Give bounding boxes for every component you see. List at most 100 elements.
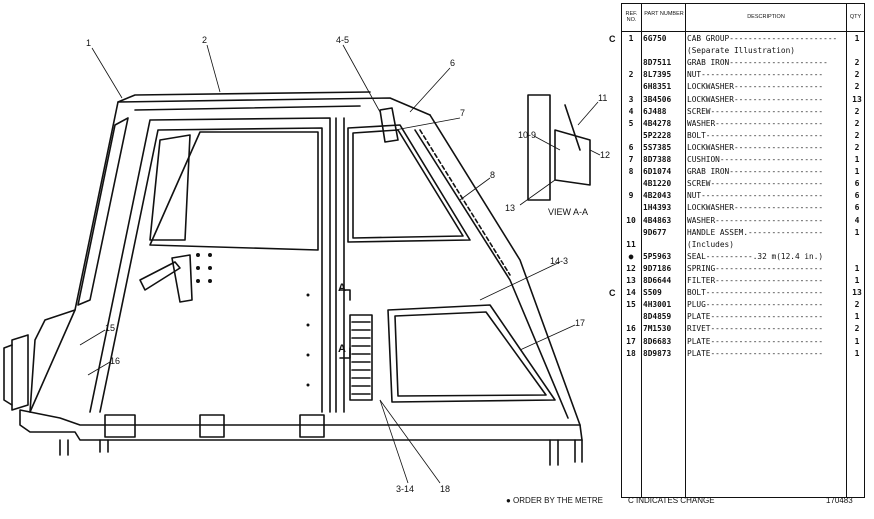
callout-4-5: 4-5: [336, 35, 350, 45]
table-row: 11 (Includes): [622, 239, 864, 251]
ref-number: 5: [628, 118, 634, 128]
ref-number: 11: [626, 239, 636, 249]
callout-17: 17: [575, 318, 586, 328]
part-number: 8D6683: [643, 336, 672, 346]
ref-number: 12: [626, 263, 636, 273]
view-a-a-label: VIEW A-A: [548, 207, 589, 217]
ref-number: 3: [628, 94, 634, 104]
part-number: 9D677: [643, 227, 667, 237]
change-mark: C: [609, 34, 616, 44]
quantity: 2: [854, 58, 860, 68]
description: NUT--------------------------: [687, 191, 824, 201]
header-description: DESCRIPTION: [747, 14, 785, 20]
ref-number: 7: [628, 155, 634, 164]
description: FILTER-----------------------: [687, 276, 824, 285]
callout-8: 8: [490, 170, 496, 180]
part-number: 8D7511: [643, 58, 672, 68]
table-row: 3 3B4506 LOCKWASHER------------------- 13: [622, 94, 864, 106]
quantity: 6: [854, 203, 860, 213]
drawing-code: 170483: [826, 496, 853, 505]
quantity: 2: [854, 142, 860, 152]
callout-11: 11: [598, 93, 608, 103]
column-divider: [641, 4, 642, 497]
quantity: 1: [854, 155, 860, 164]
callout-13: 13: [505, 203, 516, 213]
description: PLATE------------------------: [687, 348, 824, 358]
part-number: 5P5963: [643, 251, 672, 261]
part-number: 8D4859: [643, 312, 672, 322]
part-number: 5P2228: [643, 130, 672, 140]
ref-number: 16: [626, 324, 636, 334]
description: SPRING-----------------------: [687, 263, 824, 273]
callout-12: 12: [600, 150, 611, 160]
part-number: 4B1220: [643, 179, 672, 189]
ref-number: 8: [628, 167, 634, 177]
table-row: 6 5S7385 LOCKWASHER------------------- 2: [622, 142, 864, 154]
description: CUSHION----------------------: [687, 155, 824, 164]
section-mark-a-top: A: [338, 282, 346, 294]
ref-number: 6: [628, 142, 634, 152]
column-divider: [685, 4, 686, 497]
callout-7: 7: [460, 108, 466, 118]
description: SCREW------------------------: [687, 106, 824, 116]
part-number: 9D7186: [643, 263, 672, 273]
part-number: 8D9873: [643, 348, 672, 358]
table-row: (Separate Illustration): [622, 45, 864, 57]
ref-number: 18: [626, 348, 636, 358]
part-number: 7M1530: [643, 324, 672, 334]
quantity: 13: [852, 94, 862, 104]
header-ref: REF. NO.: [625, 11, 638, 23]
description: (Includes): [687, 239, 734, 249]
order-by-metre-note: ● ORDER BY THE METRE: [506, 496, 603, 505]
ref-number: 15: [626, 300, 636, 310]
description: PLATE------------------------: [687, 336, 824, 346]
ref-number: 2: [628, 70, 634, 80]
ref-number: 13: [626, 276, 636, 285]
table-row: 16 7M1530 RIVET------------------------ 2: [622, 323, 864, 335]
callout-3-14: 3-14: [396, 484, 415, 494]
quantity: 2: [854, 70, 860, 80]
part-number: 6D1074: [643, 167, 672, 177]
description: (Separate Illustration): [687, 46, 795, 56]
quantity: 1: [854, 312, 860, 322]
quantity: 2: [854, 106, 860, 116]
description: RIVET------------------------: [687, 324, 824, 334]
ref-number: 9: [628, 191, 634, 201]
description: PLATE------------------------: [687, 312, 824, 322]
part-number: 3B4506: [643, 94, 672, 104]
callout-18: 18: [440, 484, 451, 494]
table-header: REF. NO. PART NUMBER DESCRIPTION QTY: [622, 4, 864, 32]
quantity: 6: [854, 191, 860, 201]
callout-15: 15: [105, 323, 116, 333]
description: WASHER-----------------------: [687, 215, 824, 225]
description: LOCKWASHER-------------------: [687, 94, 824, 104]
quantity: 2: [854, 130, 860, 140]
ref-number: 14: [626, 288, 636, 298]
description: BOLT-------------------------: [687, 288, 824, 298]
callout-10-9: 10-9: [518, 130, 537, 140]
callout-14-3: 14-3: [550, 256, 569, 266]
part-number: 6G750: [643, 34, 667, 43]
quantity: 2: [854, 324, 860, 334]
part-number: 5S7385: [643, 142, 672, 152]
change-indicator-note: C INDICATES CHANGE: [628, 496, 715, 505]
quantity: 1: [854, 34, 860, 43]
description: LOCKWASHER-------------------: [687, 142, 824, 152]
description: WASHER-----------------------: [687, 118, 824, 128]
part-number: 6J488: [643, 106, 667, 116]
section-mark-a-bottom: A: [338, 343, 346, 355]
ref-number: ●: [628, 251, 634, 261]
quantity: 1: [854, 348, 860, 358]
quantity: 13: [852, 288, 862, 298]
header-part-number: PART NUMBER: [644, 11, 684, 17]
